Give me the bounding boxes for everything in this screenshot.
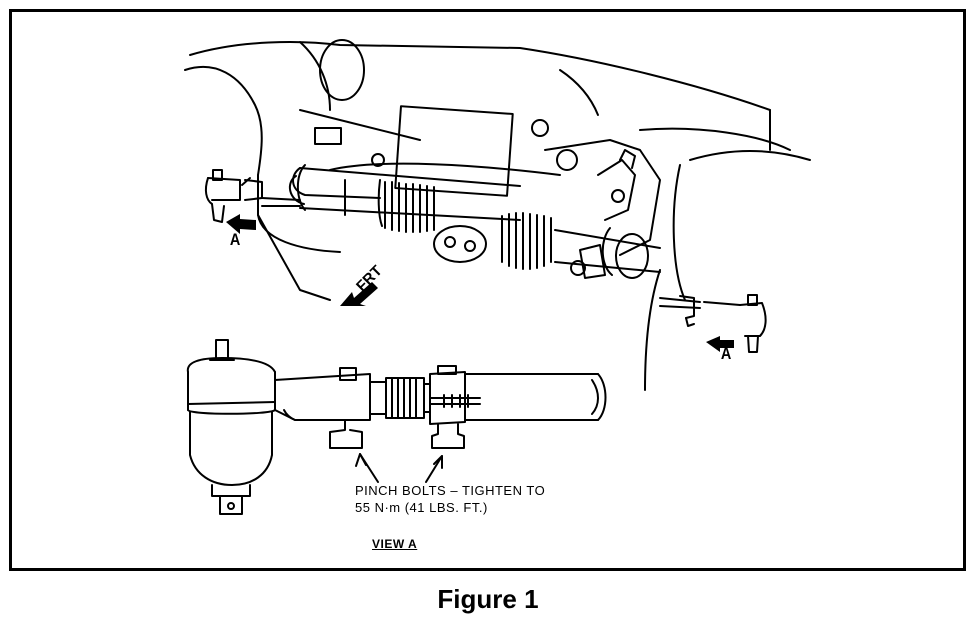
pinch-bolt-leaders (355, 453, 443, 483)
view-a-arrow-upper (226, 214, 256, 234)
view-a-caption: VIEW A (372, 537, 418, 551)
right-tie-rod (659, 294, 767, 353)
view-a-arrow-lower (706, 336, 734, 352)
callout-line-1: PINCH BOLTS – TIGHTEN TO (355, 483, 546, 498)
figure-caption: Figure 1 (437, 584, 539, 614)
rack-boot-right (501, 212, 552, 270)
vehicle-body-outline (184, 39, 811, 391)
steering-rack (296, 149, 661, 279)
rack-boot-left (384, 181, 435, 233)
left-tie-rod (204, 169, 301, 223)
callout-line-2: 55 N·m (41 LBS. FT.) (355, 500, 488, 515)
detail-view-tie-rod (186, 339, 607, 515)
front-arrow (340, 282, 378, 306)
pinch-bolt-callout: PINCH BOLTS – TIGHTEN TO 55 N·m (41 LBS.… (355, 482, 545, 516)
view-a-marker-upper: A (229, 230, 241, 249)
power-steering-lines (288, 162, 561, 205)
diagram-frame (9, 9, 966, 571)
view-a-marker-lower: A (720, 344, 732, 363)
firewall-panel (314, 105, 661, 256)
